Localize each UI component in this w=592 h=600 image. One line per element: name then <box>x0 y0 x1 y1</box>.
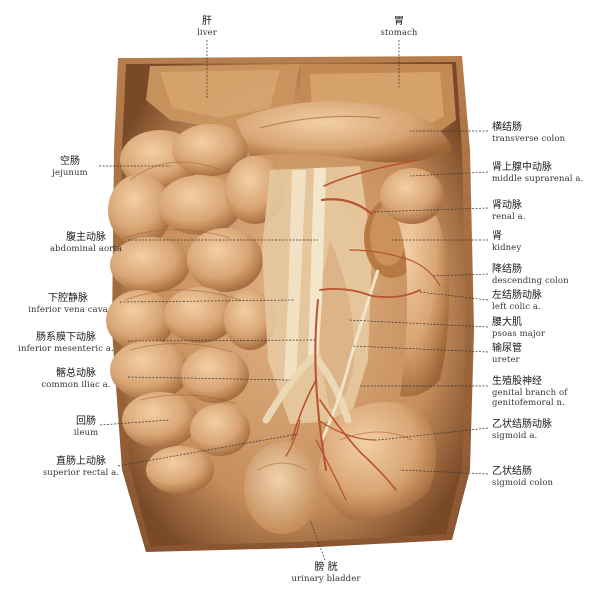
label-descending-colon: 降结肠 descending colon <box>492 264 569 286</box>
label-inferior-mesenteric-artery: 肠系膜下动脉 inferior mesenteric a. <box>18 332 114 354</box>
label-kidney: 肾 kidney <box>492 231 522 253</box>
inferior-vena-cava <box>284 170 306 380</box>
label-psoas-major: 腰大肌 psoas major <box>492 317 546 339</box>
label-jejunum: 空肠 jejunum <box>52 156 88 178</box>
label-left-colic-artery: 左结肠动脉 left colic a. <box>492 290 542 312</box>
label-transverse-colon: 横结肠 transverse colon <box>492 122 566 144</box>
urinary-bladder <box>244 442 320 534</box>
label-ileum: 回肠 ileum <box>73 416 99 438</box>
common-iliac-arteries <box>262 354 352 424</box>
label-common-iliac-artery: 髂总动脉 common iliac a. <box>41 368 111 390</box>
abdominal-aorta <box>308 168 326 360</box>
label-genital-branch: 生殖股神经 genital branch of genitofemoral n. <box>492 376 568 409</box>
label-ureter: 输尿管 ureter <box>492 343 522 365</box>
label-sigmoid-artery: 乙状结肠动脉 sigmoid a. <box>492 419 552 441</box>
label-stomach: 胃 stomach <box>380 16 418 38</box>
label-inferior-vena-cava: 下腔静脉 inferior vena cava <box>28 293 108 315</box>
label-sigmoid-colon: 乙状结肠 sigmoid colon <box>492 466 554 488</box>
label-superior-rectal-artery: 直肠上动脉 superior rectal a. <box>42 456 120 478</box>
transverse-colon <box>236 101 452 163</box>
leader-lines <box>99 40 489 561</box>
label-urinary-bladder: 膀 胱 urinary bladder <box>291 562 361 584</box>
label-renal-artery: 肾动脉 renal a. <box>492 200 526 222</box>
arterial-branches <box>285 159 441 501</box>
ureter <box>320 269 380 441</box>
small-intestine-loops <box>106 124 285 494</box>
label-middle-suprarenal-artery: 肾上腺中动脉 middle suprarenal a. <box>492 162 584 184</box>
label-liver: 肝 liver <box>197 16 217 38</box>
label-abdominal-aorta: 腹主动脉 abdominal aorta <box>49 232 123 254</box>
